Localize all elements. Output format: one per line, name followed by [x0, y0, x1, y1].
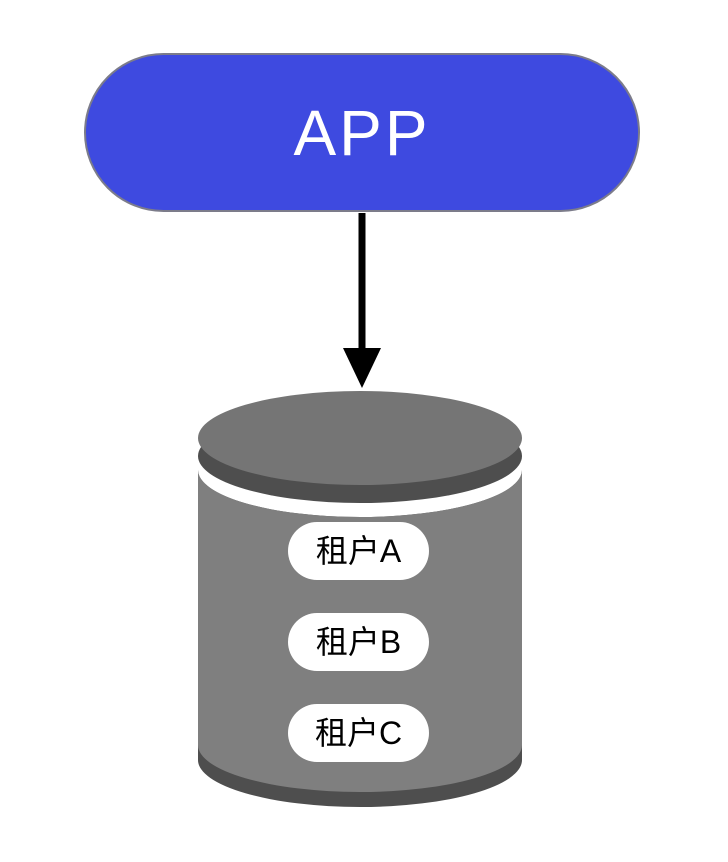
tenant-pill-c: 租户C — [288, 704, 429, 762]
tenant-pill-a: 租户A — [288, 522, 429, 580]
app-node-label: APP — [293, 96, 431, 169]
tenant-label-b: 租户B — [315, 624, 402, 660]
app-node: APP — [84, 53, 640, 212]
arrow-app-to-database — [343, 213, 381, 388]
tenant-label-a: 租户A — [315, 533, 402, 569]
cylinder-lid-top — [198, 391, 522, 485]
tenant-label-c: 租户C — [314, 715, 403, 751]
arrow-head-icon — [343, 348, 381, 388]
tenant-pill-b: 租户B — [288, 613, 429, 671]
